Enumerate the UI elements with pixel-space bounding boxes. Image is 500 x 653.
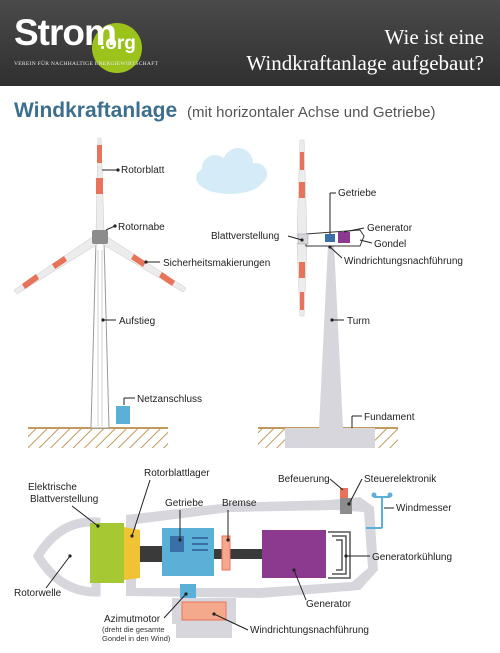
blade-lower-left — [13, 235, 99, 295]
label-fundament: Fundament — [351, 412, 415, 428]
svg-text:Rotorblatt: Rotorblatt — [121, 165, 165, 176]
svg-text:Fundament: Fundament — [364, 412, 415, 423]
label-getriebe-nacelle: Getriebe — [165, 498, 204, 542]
beacon-light — [340, 488, 348, 498]
anemometer-icon — [366, 492, 393, 529]
blade-pitch-drive — [90, 523, 124, 583]
nacelle-cross-section: Elektrische Blattverstellung Rotorblattl… — [14, 468, 452, 643]
generator-cooling — [328, 531, 351, 579]
header-question-line2: Windkraftanlage aufgebaut? — [246, 51, 484, 75]
blade-lower-right — [101, 235, 187, 293]
blade-top-left — [95, 137, 105, 233]
label-rotorblattlager: Rotorblattlager — [130, 468, 210, 538]
gearbox — [162, 528, 214, 576]
label-gondel-right: Gondel — [359, 239, 406, 250]
label-blattverstellung-right: Blattverstellung — [211, 231, 304, 242]
label-turm: Turm — [330, 316, 370, 327]
svg-text:Getriebe: Getriebe — [338, 188, 377, 199]
svg-text:Blattverstellung: Blattverstellung — [30, 494, 98, 505]
lattice-tower — [90, 239, 110, 429]
blade-bearing — [124, 527, 140, 580]
cloud-icon — [196, 148, 267, 194]
svg-text:Elektrische: Elektrische — [28, 482, 77, 493]
page-subtitle: (mit horizontaler Achse und Getriebe) — [187, 104, 436, 121]
header-question: Wie ist eine Windkraftanlage aufgebaut? — [246, 24, 484, 76]
label-netzanschluss: Netzanschluss — [123, 394, 202, 405]
svg-text:Rotorwelle: Rotorwelle — [14, 588, 62, 599]
svg-text:Sicherheitsmakierungen: Sicherheitsmakierungen — [163, 258, 270, 269]
label-generatorkuehlung: Generatorkühlung — [344, 552, 452, 563]
svg-text:Generatorkühlung: Generatorkühlung — [372, 552, 452, 563]
gearbox-detail — [170, 536, 184, 552]
logo-main-text: Strom — [14, 12, 117, 53]
label-aufstieg: Aufstieg — [101, 316, 155, 327]
svg-text:Rotorblattlager: Rotorblattlager — [144, 468, 210, 479]
svg-text:Azimutmotor: Azimutmotor — [104, 614, 161, 625]
svg-text:Bremse: Bremse — [222, 498, 257, 509]
nacelle-small — [297, 229, 365, 247]
ground-left — [28, 427, 168, 448]
label-windmesser: Windmesser — [384, 503, 452, 514]
label-generator-right: Generator — [343, 223, 413, 234]
label-windrichtung-right: Windrichtungsnachführung — [328, 245, 463, 267]
grid-connection-box — [116, 406, 130, 424]
tower — [319, 244, 343, 428]
logo-circle — [92, 23, 142, 73]
brake — [221, 535, 231, 571]
svg-text:Aufstieg: Aufstieg — [119, 316, 155, 327]
svg-text:Getriebe: Getriebe — [165, 498, 204, 509]
control-electronics — [340, 498, 352, 514]
spinner — [32, 517, 101, 597]
svg-text:Windmesser: Windmesser — [396, 503, 452, 514]
svg-text:Blattverstellung: Blattverstellung — [211, 231, 279, 242]
label-sicherheit: Sicherheitsmakierungen — [144, 258, 270, 269]
label-elektrische-blattverstellung: Elektrische Blattverstellung — [28, 482, 100, 528]
yaw-gear — [181, 601, 227, 621]
svg-text:Windrichtungsnachführung: Windrichtungsnachführung — [344, 256, 463, 267]
svg-text:(dreht die gesamte: (dreht die gesamte — [102, 625, 165, 634]
page-header: Strom .org VEREIN FÜR NACHHALTIGE ENERGI… — [0, 0, 500, 86]
rotor-hub — [92, 230, 108, 244]
azimuth-motor — [180, 584, 196, 602]
svg-text:Steuerelektronik: Steuerelektronik — [364, 474, 437, 485]
svg-text:Generator: Generator — [306, 599, 352, 610]
page-title: Windkraftanlage — [14, 99, 178, 122]
turbine-left: Rotorblatt Rotornabe Sicherheitsmakierun… — [13, 137, 270, 448]
svg-text:Gondel: Gondel — [374, 239, 406, 250]
rotor-shaft — [140, 546, 162, 562]
label-bremse: Bremse — [222, 498, 257, 542]
label-windrichtung-nacelle: Windrichtungsnachführung — [212, 612, 369, 636]
foundation — [285, 428, 375, 448]
logo-org-text: .org — [100, 33, 136, 54]
label-generator-nacelle: Generator — [292, 568, 352, 610]
label-azimutmotor: Azimutmotor (dreht die gesamte Gondel in… — [102, 592, 188, 643]
svg-text:Windrichtungsnachführung: Windrichtungsnachführung — [250, 625, 369, 636]
svg-text:Netzanschluss: Netzanschluss — [137, 394, 202, 405]
label-rotornabe: Rotornabe — [105, 222, 165, 233]
svg-text:Gondel in den Wind): Gondel in den Wind) — [102, 634, 171, 643]
label-rotorwelle: Rotorwelle — [14, 554, 72, 599]
blade-vertical-right — [296, 139, 308, 317]
logo-tagline: VEREIN FÜR NACHHALTIGE ENERGIEWIRTSCHAFT — [14, 61, 159, 67]
label-rotorblatt: Rotorblatt — [102, 165, 165, 176]
svg-text:Befeuerung: Befeuerung — [278, 474, 330, 485]
svg-text:Generator: Generator — [367, 223, 413, 234]
turbine-right: Getriebe Generator Blattverstellung Gond… — [211, 139, 463, 448]
label-befeuerung: Befeuerung — [278, 474, 344, 491]
header-question-line1: Wie ist eine — [384, 25, 484, 49]
drive-shaft — [214, 549, 264, 559]
tower-top — [176, 624, 232, 638]
label-steuerelektronik: Steuerelektronik — [347, 474, 437, 506]
svg-text:Rotornabe: Rotornabe — [118, 222, 165, 233]
svg-text:Turm: Turm — [347, 316, 370, 327]
label-getriebe-right: Getriebe — [329, 188, 377, 234]
